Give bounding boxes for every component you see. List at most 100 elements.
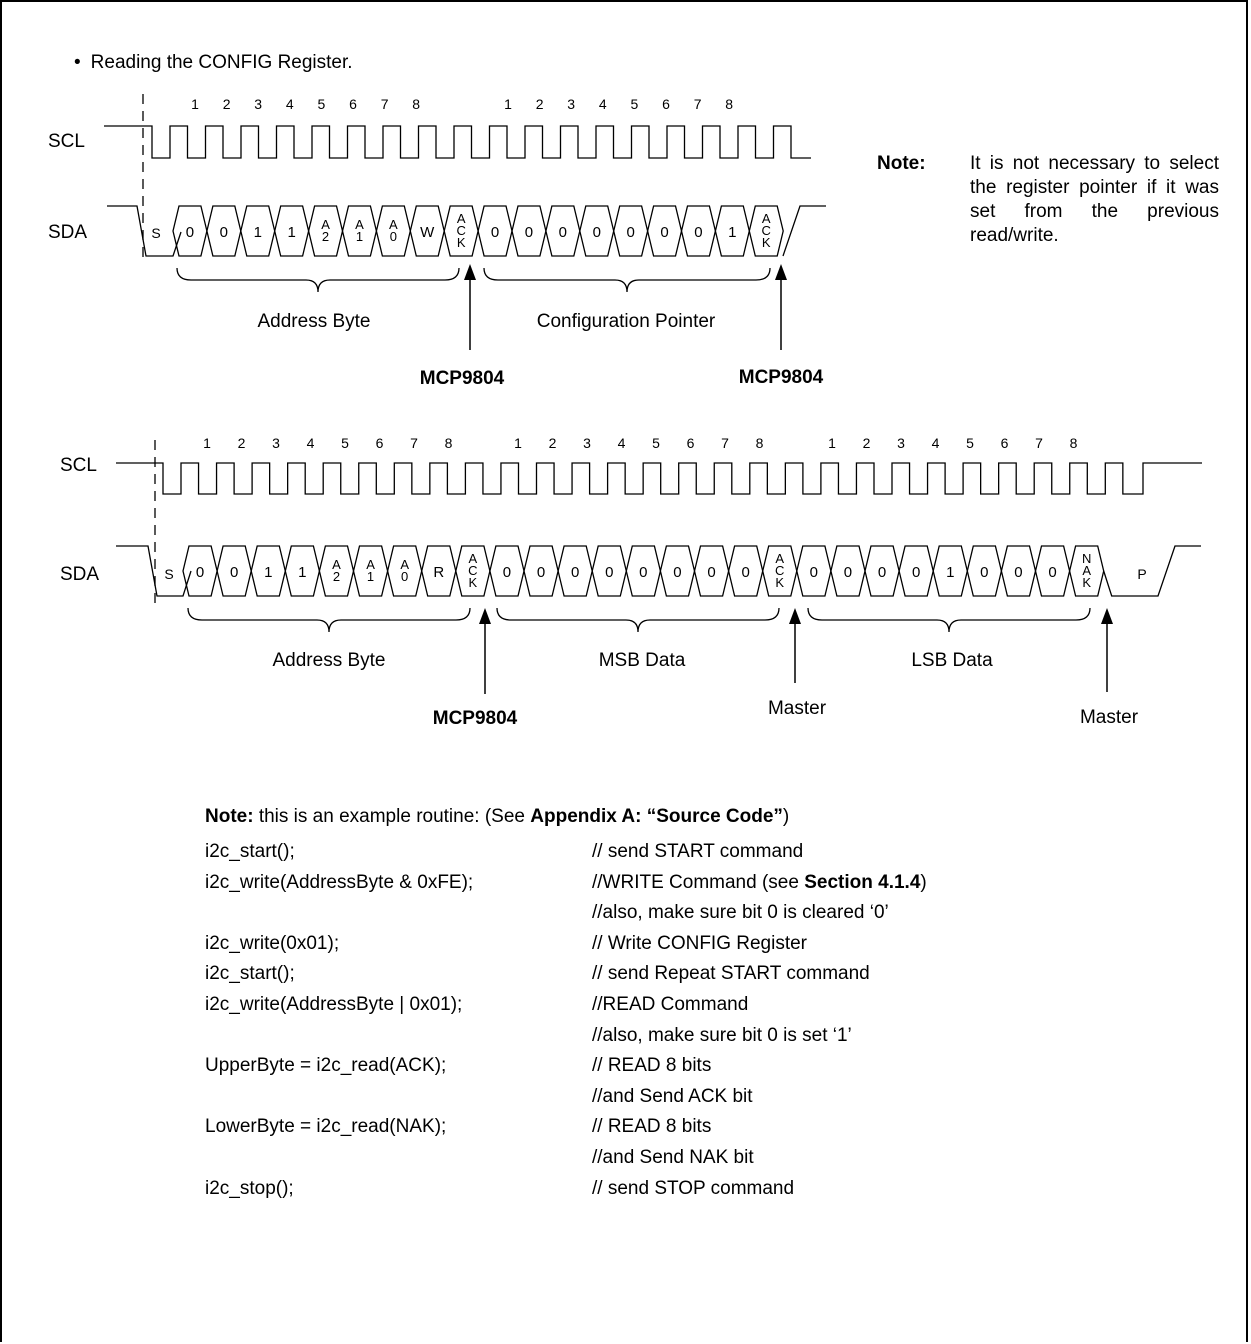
intro-appendix-ref: Appendix A: “Source Code” [530, 806, 783, 827]
code-comment: //also, make sure bit 0 is cleared ‘0’ [592, 902, 889, 924]
d2-ack-arrow-head [479, 608, 491, 624]
d1-bit-number: 4 [286, 96, 294, 112]
d2-arrow-label: Master [1080, 707, 1139, 728]
d2-bit-number: 7 [1035, 435, 1043, 451]
d1-stacked-char: A [389, 217, 398, 232]
code-comment-text: //READ Command [592, 994, 749, 1015]
d2-bit-label: 0 [878, 564, 886, 581]
d2-bit-label: 0 [1048, 564, 1056, 581]
bullet-icon: • [74, 52, 81, 73]
d1-scl-label: SCL [48, 131, 85, 152]
intro-close: ) [782, 806, 790, 827]
code-statement: LowerByte = i2c_read(NAK); [205, 1116, 447, 1138]
d2-bit-number: 8 [756, 435, 764, 451]
code-comment-text: //WRITE Command (see [592, 871, 805, 893]
d1-stacked-char: K [457, 235, 466, 250]
d2-brace-lsb [807, 607, 1091, 633]
d1-bit-label: 0 [525, 224, 533, 241]
d2-stacked-char: A [1082, 563, 1091, 578]
code-comment: // send STOP command [592, 1178, 794, 1200]
comment-section-ref: Section 4.1.4 [804, 871, 921, 893]
code-comment-text: //and Send NAK bit [592, 1147, 754, 1168]
d2-bit-number: 8 [445, 435, 453, 451]
d2-bit-number: 1 [203, 435, 211, 451]
d1-bit-label: 0 [626, 224, 634, 241]
code-statement: i2c_start(); [205, 963, 295, 985]
note-text: It is not necessary to select the regist… [970, 153, 1219, 246]
d2-bit-number: 6 [687, 435, 695, 451]
d2-stacked-char: A [366, 557, 375, 572]
d1-arrow-label: MCP9804 [739, 367, 824, 388]
d2-start-label: S [164, 566, 173, 582]
d2-brace-label: LSB Data [911, 650, 993, 671]
d2-bit-label: 0 [707, 564, 715, 581]
d2-brace-label: Address Byte [273, 650, 386, 671]
d1-start-label: S [151, 225, 160, 241]
d1-bit-label: 0 [186, 224, 194, 241]
d2-bit-number: 4 [618, 435, 626, 451]
d2-arrow-label: Master [768, 698, 827, 719]
d2-stacked-char: 2 [333, 569, 340, 584]
d2-sda-label: SDA [60, 564, 99, 585]
d2-stacked-char: A [400, 557, 409, 572]
d2-stacked-char: K [775, 575, 784, 590]
code-comment: // Write CONFIG Register [592, 933, 807, 955]
d2-brace-label: MSB Data [599, 650, 686, 671]
d2-sda-tail [1103, 545, 1201, 597]
d2-bit-label: R [433, 564, 444, 581]
d2-brace-msb [496, 607, 780, 633]
d2-sda-start [116, 545, 192, 597]
d1-bit-label: 0 [220, 224, 228, 241]
code-comment: //and Send NAK bit [592, 1147, 754, 1169]
d1-bit-number: 8 [412, 96, 420, 112]
d1-stacked-char: 1 [356, 229, 363, 244]
d2-bit-number: 3 [583, 435, 591, 451]
d1-bit-label: 1 [254, 224, 262, 241]
d2-bit-label: 0 [980, 564, 988, 581]
d2-bit-number: 8 [1070, 435, 1078, 451]
d1-bit-label: 0 [593, 224, 601, 241]
d1-bit-label: 0 [491, 224, 499, 241]
d1-bit-number: 1 [191, 96, 199, 112]
d2-bit-label: 0 [503, 564, 511, 581]
d2-bit-number: 7 [721, 435, 729, 451]
code-comment: //READ Command [592, 994, 748, 1016]
d2-stacked-char: A [332, 557, 341, 572]
d2-bit-label: 0 [537, 564, 545, 581]
d2-bit-number: 2 [863, 435, 871, 451]
d2-bit-number: 5 [341, 435, 349, 451]
d2-scl-waveform [116, 462, 1202, 495]
d1-sda-cell [748, 205, 784, 257]
heading-text: Reading the CONFIG Register. [90, 52, 353, 73]
d1-bit-number: 2 [223, 96, 231, 112]
d2-bit-label: 1 [264, 564, 272, 581]
code-comment-text: // send STOP command [592, 1177, 795, 1199]
intro-text: this is an example routine: (See [253, 806, 531, 827]
d1-sda-tail [782, 205, 826, 257]
d2-ack-arrow-head [789, 608, 801, 624]
d2-bit-label: 0 [639, 564, 647, 581]
d2-bit-label: 1 [946, 564, 954, 581]
d1-bit-number: 1 [504, 96, 512, 112]
d2-bit-label: 1 [298, 564, 306, 581]
code-statement: i2c_start(); [205, 841, 295, 862]
d1-stacked-char: A [355, 217, 364, 232]
d2-bit-number: 4 [307, 435, 315, 451]
d2-stacked-char: A [469, 551, 478, 566]
d2-bit-number: 4 [932, 435, 940, 451]
d1-stacked-char: K [762, 235, 771, 250]
d1-bit-number: 2 [536, 96, 544, 112]
d2-stacked-char: K [1082, 575, 1091, 590]
code-comment: //and Send ACK bit [592, 1086, 753, 1108]
d1-brace-label: Address Byte [258, 311, 371, 332]
note-label: Note: [877, 153, 926, 174]
d1-arrow-label: MCP9804 [420, 368, 505, 389]
code-comment-text: // READ 8 bits [592, 1055, 712, 1077]
d1-stacked-char: C [456, 223, 465, 238]
